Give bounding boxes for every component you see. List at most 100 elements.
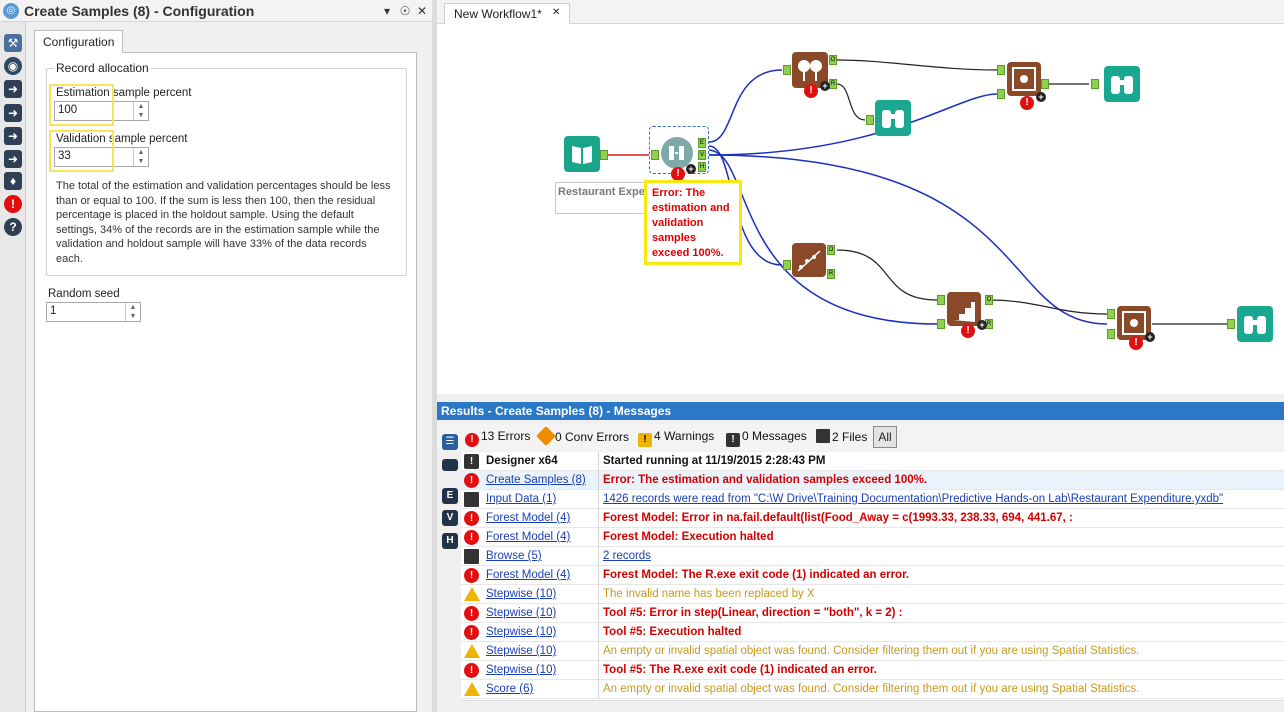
table-row[interactable]: ! Create Samples (8) Error: The estimati…: [461, 471, 1284, 490]
input-anchor[interactable]: [783, 65, 791, 75]
input-anchor[interactable]: [1107, 309, 1115, 319]
filter-warnings[interactable]: !4 Warnings: [638, 429, 714, 447]
browse-tool[interactable]: [1237, 306, 1273, 342]
row-message-link[interactable]: 1426 records were read from "C:\W Drive\…: [603, 493, 1224, 505]
output-anchor-o[interactable]: O: [827, 245, 835, 255]
row-source-link[interactable]: Forest Model (4): [486, 531, 571, 543]
score-tool[interactable]: [1007, 62, 1041, 96]
file-icon: [464, 492, 479, 507]
list-view-icon[interactable]: ☰: [442, 434, 458, 450]
error-icon[interactable]: !: [4, 195, 22, 213]
output-anchor[interactable]: [1041, 79, 1049, 89]
row-source-link[interactable]: Score (6): [486, 683, 534, 695]
holdout-anchor[interactable]: H: [698, 162, 706, 172]
tab-new-workflow[interactable]: New Workflow1* ✕: [444, 3, 570, 24]
filter-messages[interactable]: !0 Messages: [726, 429, 807, 447]
input-anchor[interactable]: [866, 115, 874, 125]
table-row[interactable]: ! Forest Model (4) Forest Model: Error i…: [461, 509, 1284, 528]
table-row[interactable]: ! Stepwise (10) Tool #5: Execution halte…: [461, 623, 1284, 642]
input-anchor[interactable]: [997, 65, 1005, 75]
table-row[interactable]: Stepwise (10) An empty or invalid spatia…: [461, 642, 1284, 661]
browse-tool[interactable]: [1104, 66, 1140, 102]
chevron-down-icon[interactable]: ▼: [129, 313, 137, 320]
table-row[interactable]: Browse (5) 2 records: [461, 547, 1284, 566]
estimation-label: Estimation sample percent: [56, 87, 192, 99]
pin-icon[interactable]: ☉: [399, 4, 411, 18]
linear-regression-tool[interactable]: [792, 243, 826, 277]
row-source-link[interactable]: Stepwise (10): [486, 645, 557, 657]
input-anchor[interactable]: [937, 319, 945, 329]
input-anchor[interactable]: [651, 150, 659, 160]
close-icon[interactable]: ✕: [416, 4, 428, 18]
row-source-link[interactable]: Stepwise (10): [486, 588, 557, 600]
random-seed-stepper[interactable]: ▲ ▼: [125, 303, 140, 321]
estimation-anchor[interactable]: E: [698, 138, 706, 148]
table-row[interactable]: ! Forest Model (4) Forest Model: Executi…: [461, 528, 1284, 547]
chevron-down-icon[interactable]: ▼: [137, 112, 145, 119]
row-source-link[interactable]: Stepwise (10): [486, 664, 557, 676]
table-row[interactable]: ! Stepwise (10) Tool #5: Error in step(L…: [461, 604, 1284, 623]
stepwise-tool[interactable]: [947, 292, 981, 326]
close-icon[interactable]: ✕: [552, 7, 561, 18]
filter-conv-errors[interactable]: 0 Conv Errors: [536, 426, 629, 446]
row-source-link[interactable]: Forest Model (4): [486, 569, 571, 581]
table-row[interactable]: Score (6) An empty or invalid spatial ob…: [461, 680, 1284, 699]
chevron-up-icon[interactable]: ▲: [137, 149, 145, 156]
filter-all-button[interactable]: All: [873, 426, 897, 448]
input-anchor[interactable]: [1091, 79, 1099, 89]
chevron-up-icon[interactable]: ▲: [129, 304, 137, 311]
output-anchor-o[interactable]: O: [985, 295, 993, 305]
chevron-up-icon[interactable]: ▲: [137, 103, 145, 110]
input-anchor[interactable]: [1227, 319, 1235, 329]
browse-tool[interactable]: [875, 100, 911, 136]
anchor-e-icon[interactable]: E: [442, 488, 458, 504]
wrench-icon[interactable]: ⚒: [4, 34, 22, 52]
output-anchor[interactable]: [600, 150, 608, 160]
estimation-stepper[interactable]: ▲ ▼: [133, 102, 148, 120]
row-source-link[interactable]: Stepwise (10): [486, 626, 557, 638]
pane-splitter[interactable]: [432, 0, 437, 712]
dropdown-icon[interactable]: ▾: [383, 4, 391, 18]
row-source-link[interactable]: Browse (5): [486, 550, 542, 562]
input-anchor[interactable]: [937, 295, 945, 305]
output-anchor-r[interactable]: R: [827, 269, 835, 279]
workflow-canvas[interactable]: E V H ! + Restaurant Expenditure.yxdb Er…: [437, 24, 1284, 394]
random-seed-input[interactable]: 1: [46, 302, 141, 322]
arrow-right-icon[interactable]: ➜: [4, 80, 22, 98]
flag-icon[interactable]: [442, 459, 458, 471]
validation-input[interactable]: 33: [54, 147, 149, 167]
anchor-v-icon[interactable]: V: [442, 510, 458, 526]
help-icon[interactable]: ?: [4, 218, 22, 236]
row-source-link[interactable]: Create Samples (8): [486, 474, 586, 486]
table-row[interactable]: ! Stepwise (10) Tool #5: The R.exe exit …: [461, 661, 1284, 680]
input-anchor[interactable]: [997, 89, 1005, 99]
validation-anchor[interactable]: V: [698, 150, 706, 160]
chevron-down-icon[interactable]: ▼: [137, 158, 145, 165]
estimation-input[interactable]: 100: [54, 101, 149, 121]
table-row[interactable]: ! Designer x64 Started running at 11/19/…: [461, 452, 1284, 471]
table-row[interactable]: Stepwise (10) The invalid name has been …: [461, 585, 1284, 604]
arrow-right-icon[interactable]: ➜: [4, 150, 22, 168]
tab-configuration[interactable]: Configuration: [34, 30, 123, 53]
filter-errors[interactable]: !13 Errors: [465, 429, 530, 447]
input-anchor[interactable]: [783, 260, 791, 270]
filter-files[interactable]: 2 Files: [816, 429, 867, 444]
anchor-h-icon[interactable]: H: [442, 533, 458, 549]
target-icon[interactable]: ◉: [4, 57, 22, 75]
input-data-tool[interactable]: [564, 136, 600, 172]
output-anchor-r[interactable]: R: [829, 79, 837, 89]
input-anchor[interactable]: [1107, 329, 1115, 339]
output-anchor-o[interactable]: O: [829, 55, 837, 65]
horizontal-scrollbar[interactable]: [461, 700, 1284, 712]
row-source-link[interactable]: Stepwise (10): [486, 607, 557, 619]
create-samples-tool[interactable]: [661, 137, 693, 169]
arrow-right-icon[interactable]: ➜: [4, 104, 22, 122]
table-row[interactable]: ! Forest Model (4) Forest Model: The R.e…: [461, 566, 1284, 585]
row-source-link[interactable]: Forest Model (4): [486, 512, 571, 524]
validation-stepper[interactable]: ▲ ▼: [133, 148, 148, 166]
row-source-link[interactable]: Input Data (1): [486, 493, 557, 505]
row-message-link[interactable]: 2 records: [603, 550, 651, 562]
tag-icon[interactable]: ♦: [4, 172, 22, 190]
table-row[interactable]: Input Data (1) 1426 records were read fr…: [461, 490, 1284, 509]
arrow-right-icon[interactable]: ➜: [4, 127, 22, 145]
